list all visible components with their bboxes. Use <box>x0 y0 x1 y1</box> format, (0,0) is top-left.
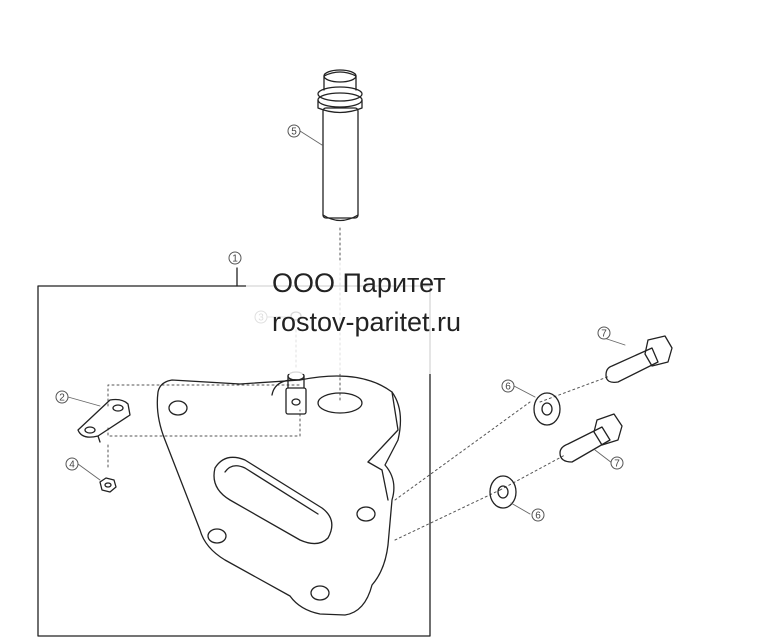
callout-5-label: 5 <box>291 127 297 138</box>
callout-7b: 7 <box>610 456 624 470</box>
bolt-part-7-upper <box>605 335 673 383</box>
callout-7a: 7 <box>597 326 611 340</box>
bolt-part-7-lower <box>559 413 623 463</box>
callouts: 1 2 3 4 5 6 6 7 7 <box>55 124 624 522</box>
nut-part-4 <box>99 477 117 493</box>
callout-6b-label: 6 <box>535 511 541 522</box>
callout-1: 1 <box>228 251 242 265</box>
bracket-part-1 <box>156 375 402 616</box>
callout-7a-label: 7 <box>601 329 607 340</box>
watermark-company: ООО Паритет <box>272 268 446 298</box>
callout-7b-label: 7 <box>614 459 620 470</box>
callout-1-label: 1 <box>232 254 238 265</box>
callout-5: 5 <box>287 124 301 138</box>
pin-part-5 <box>317 69 363 222</box>
watermark-backdrop <box>246 262 532 374</box>
callout-2-label: 2 <box>59 393 65 404</box>
callout-6a: 6 <box>501 379 515 393</box>
callout-leaders <box>67 130 626 515</box>
callout-6b: 6 <box>531 508 545 522</box>
washer-part-6-lower <box>489 475 517 509</box>
plate-part-2 <box>77 398 131 443</box>
callout-2: 2 <box>55 390 69 404</box>
callout-6a-label: 6 <box>505 382 511 393</box>
callout-4-label: 4 <box>69 460 75 471</box>
callout-4: 4 <box>65 457 79 471</box>
washer-part-6-upper <box>533 392 561 426</box>
watermark-site: rostov-paritet.ru <box>272 307 462 337</box>
